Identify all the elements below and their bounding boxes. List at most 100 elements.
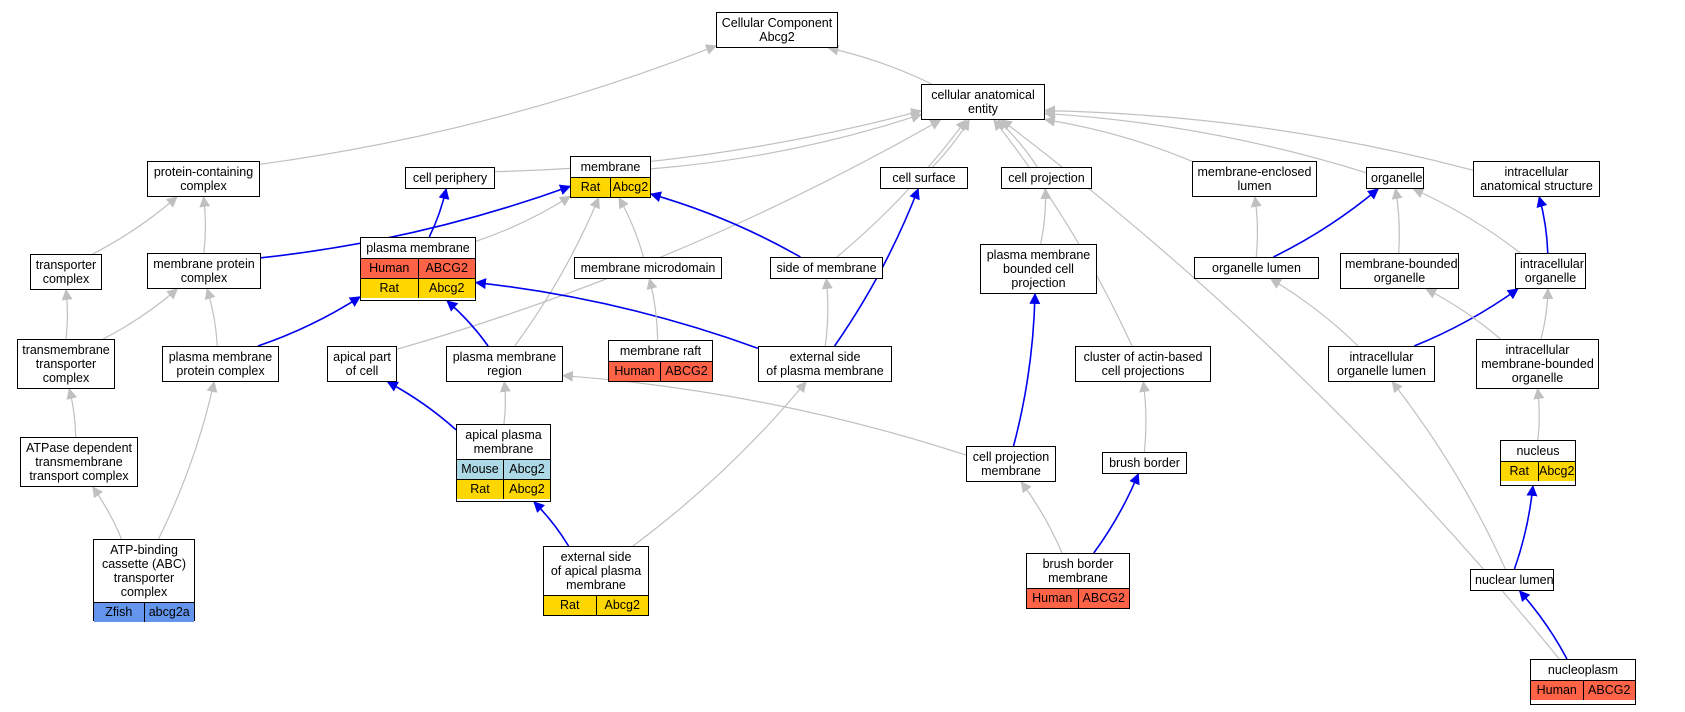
node-label-line: lumen <box>1237 179 1272 193</box>
node-label: nucleoplasm <box>1531 660 1635 680</box>
node-label: membrane microdomain <box>575 258 721 278</box>
gene-cell: Abcg2 <box>1537 462 1576 481</box>
node-label-line: transport complex <box>29 469 129 483</box>
node-label-line: nucleoplasm <box>1547 663 1619 677</box>
node-label-line: brush border <box>1042 557 1114 571</box>
node-label-line: nuclear lumen <box>1475 573 1554 587</box>
node-label-line: complex <box>180 271 228 285</box>
node-label-line: ATPase dependent <box>25 441 133 455</box>
edge-cpm-to-pmr <box>561 370 967 456</box>
edge-iol-to-ol <box>1269 278 1359 347</box>
edge-ttc-to-tc <box>61 288 73 340</box>
node-label-line: membrane <box>981 464 1041 478</box>
node-label-line: protein complex <box>176 364 265 378</box>
node-label-line: cell projection <box>1008 171 1085 185</box>
node-label-line: brush border <box>1109 456 1180 470</box>
edge-esapm-to-apm <box>533 501 570 547</box>
node-label-line: intracellular <box>1349 350 1414 364</box>
node-label-line: Abcg2 <box>759 30 795 44</box>
species-cell: Human <box>369 261 410 275</box>
edge-tc-to-pcc <box>92 196 178 255</box>
node-label-line: protein-containing <box>153 165 254 179</box>
edge-espm-to-pm <box>474 278 759 350</box>
edge-ttc-to-mpc <box>102 288 179 340</box>
node-cell-projection[interactable]: cell projection <box>1001 167 1092 189</box>
node-side-of-membrane[interactable]: side of membrane <box>770 257 883 279</box>
node-organelle-lumen[interactable]: organelle lumen <box>1194 257 1319 279</box>
node-cell-surface[interactable]: cell surface <box>880 167 968 189</box>
edge-nl-to-nuc <box>1513 484 1538 570</box>
node-organelle[interactable]: organelle <box>1366 167 1424 189</box>
node-label-line: apical plasma <box>465 428 542 442</box>
node-label-line: organelle <box>1373 271 1426 285</box>
node-label-line: complex <box>180 179 227 193</box>
edge-pmbcp-to-cproj <box>1040 187 1052 245</box>
node-cell-periphery[interactable]: cell periphery <box>405 167 495 189</box>
node-label-line: cell projections <box>1101 364 1185 378</box>
edge-mmd-to-mem <box>618 197 645 258</box>
node-label-line: intracellular <box>1520 257 1584 271</box>
node-label-line: membrane protein <box>153 257 255 271</box>
gene-cell: ABCG2 <box>660 362 712 381</box>
node-nuclear-lumen[interactable]: nuclear lumen <box>1470 569 1554 591</box>
node-brush-border[interactable]: brush border <box>1102 452 1187 474</box>
gene-cell: Abcg2 <box>595 596 649 615</box>
node-label-line: complex <box>42 272 90 286</box>
node-label-line: membrane microdomain <box>580 261 716 275</box>
node-label-line: membrane <box>1048 571 1108 585</box>
node-label-line: membrane-enclosed <box>1197 165 1312 179</box>
gene-cell: ABCG2 <box>1077 589 1130 608</box>
edge-cs-to-cae <box>932 119 970 168</box>
node-label-line: side of membrane <box>776 261 877 275</box>
node-membrane-microdomain[interactable]: membrane microdomain <box>574 257 722 279</box>
edge-cabcp-to-cae <box>993 119 1133 347</box>
node-label-line: nucleus <box>1516 444 1560 458</box>
node-label: organelle <box>1367 168 1423 188</box>
node-label: cell projection <box>1002 168 1091 188</box>
edge-pmr-to-mem <box>514 196 600 347</box>
edge-mem-to-cae <box>650 112 923 170</box>
edge-cpm-to-pmbcp <box>1012 292 1041 447</box>
node-label-line: anatomical structure <box>1480 179 1593 193</box>
